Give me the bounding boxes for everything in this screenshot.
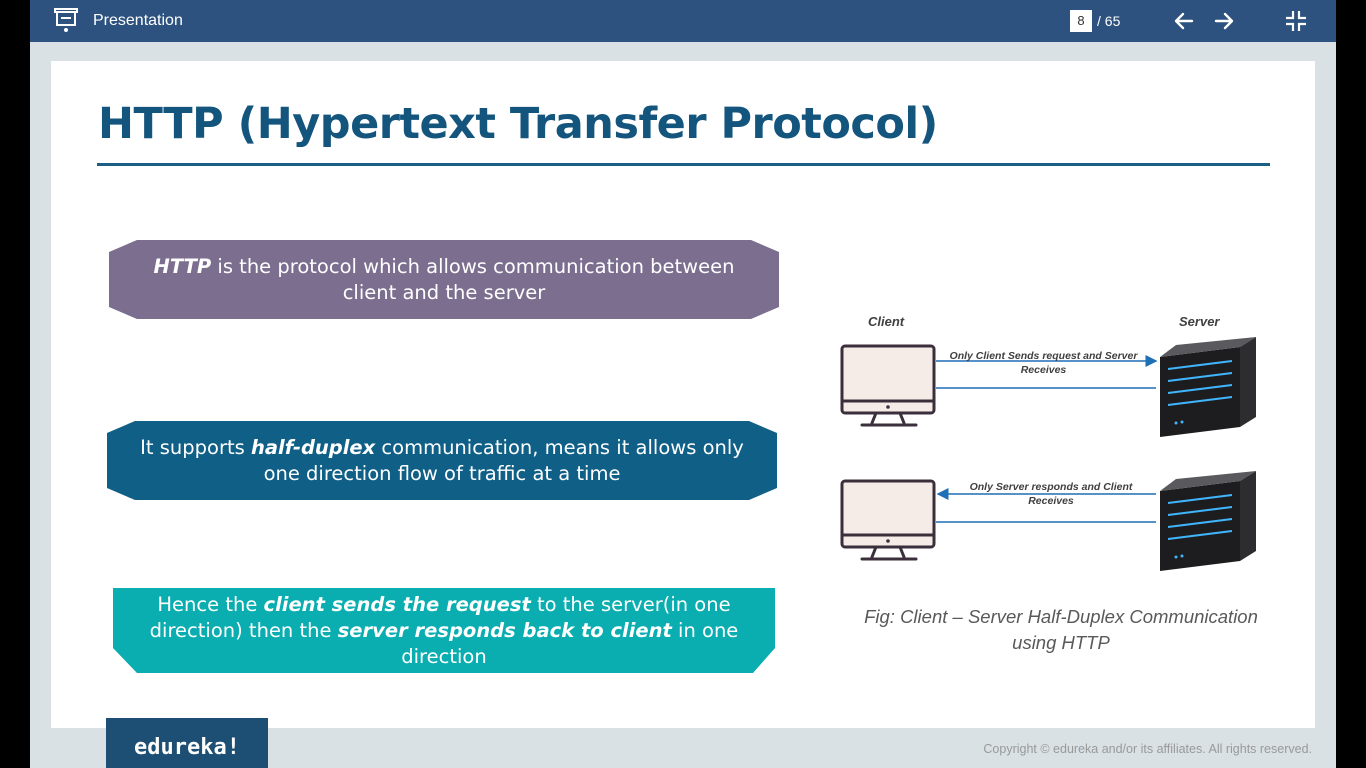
request-message: Only Client Sends request and Server Rec…: [949, 350, 1138, 376]
diagram-graphics: [840, 337, 1256, 571]
banner-text: It supports half-duplex communication, m…: [140, 435, 744, 485]
banner-text: Hence the client sends the request to th…: [149, 592, 739, 668]
info-banner-1: HTTP is the protocol which allows commun…: [109, 240, 779, 319]
banner-shape: [109, 240, 779, 319]
slide: HTTP (Hypertext Transfer Protocol) HTTP …: [51, 61, 1315, 728]
exit-fullscreen-icon[interactable]: [1284, 9, 1308, 33]
page-number-input[interactable]: 8: [1070, 10, 1092, 32]
presentation-icon: [54, 8, 78, 32]
slide-title: HTTP (Hypertext Transfer Protocol): [98, 99, 938, 149]
monitor-icon: [840, 344, 936, 427]
arrow-right-icon[interactable]: [1212, 9, 1236, 33]
server-icon: [1160, 471, 1256, 571]
banner-text: HTTP is the protocol which allows commun…: [153, 254, 735, 304]
title-divider: [97, 163, 1270, 166]
app-title: Presentation: [93, 12, 183, 29]
server-label: Server: [1179, 314, 1220, 329]
copyright-text: Copyright © edureka and/or its affiliate…: [983, 742, 1312, 756]
client-label: Client: [868, 314, 905, 329]
banner-shape: [113, 588, 775, 673]
server-icon: [1160, 337, 1256, 437]
viewer-toolbar: Presentation 8 / 65: [30, 0, 1336, 42]
presentation-viewer: Presentation 8 / 65 HTTP (Hypertext Tran…: [30, 0, 1336, 768]
figure-caption: Fig: Client – Server Half-Duplex Communi…: [864, 606, 1258, 653]
response-message: Only Server responds and Client Receives: [969, 481, 1133, 507]
arrow-left-icon[interactable]: [1172, 9, 1196, 33]
info-banner-3: Hence the client sends the request to th…: [113, 588, 775, 673]
banner-shape: [107, 421, 777, 500]
client-server-diagram: Client Server: [836, 309, 1266, 609]
monitor-icon: [840, 479, 936, 561]
page-total: / 65: [1097, 13, 1121, 29]
info-banner-2: It supports half-duplex communication, m…: [107, 421, 777, 500]
edureka-logo: edureka!: [106, 718, 268, 768]
